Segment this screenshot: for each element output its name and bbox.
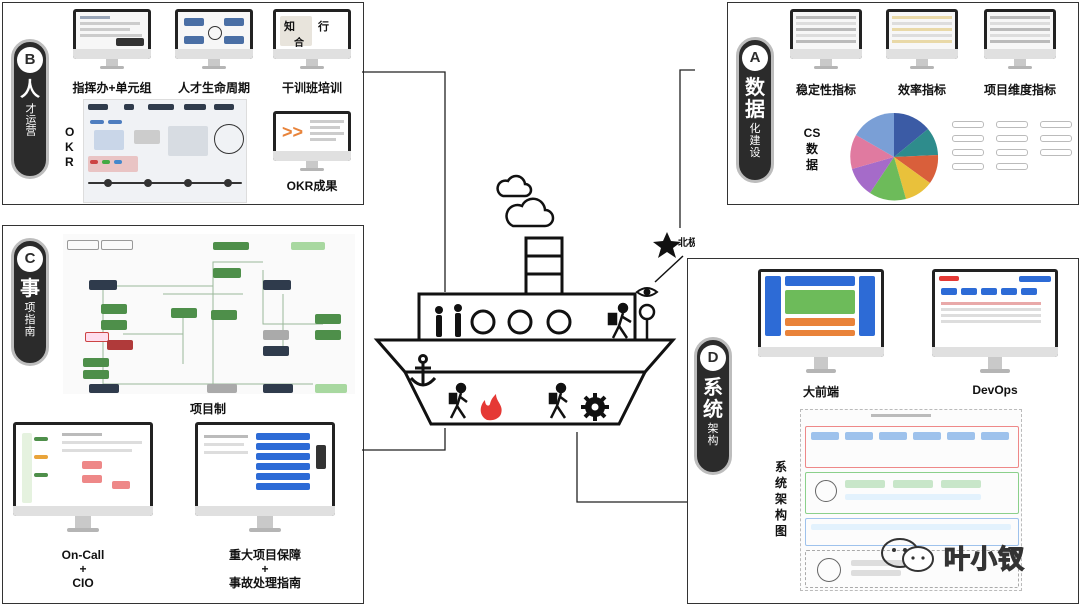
eye-icon bbox=[635, 287, 659, 297]
screen-talent-lifecycle bbox=[178, 12, 250, 49]
panel-b-letter: B bbox=[17, 47, 43, 73]
label-efficiency: 效率指标 bbox=[897, 83, 946, 97]
major-line-3: 事故处理指南 bbox=[228, 576, 301, 590]
cloud-large-icon bbox=[505, 197, 555, 228]
cs-data-label: CS 数 据 bbox=[800, 125, 824, 173]
panel-c-title-small: 项指南 bbox=[24, 302, 36, 338]
panel-d-pill: D 系统 架构 bbox=[694, 337, 732, 475]
screen-xing: 行 bbox=[318, 21, 329, 33]
monitor-frontend bbox=[758, 269, 884, 375]
panel-d-letter: D bbox=[700, 345, 726, 371]
label-okr-results: OKR成果 bbox=[286, 179, 338, 193]
monitor-efficiency bbox=[886, 9, 958, 71]
flowchart-caption: 项目制 bbox=[189, 402, 226, 416]
label-cadre-training: 干训班培训 bbox=[281, 81, 342, 95]
panel-c-letter: C bbox=[17, 246, 43, 272]
fire-icon bbox=[480, 394, 502, 421]
panel-b-title-big: 人 bbox=[20, 79, 40, 101]
panel-c-title-big: 事 bbox=[20, 278, 40, 300]
monitor-oncall bbox=[13, 422, 153, 534]
screen-major-project bbox=[198, 425, 332, 506]
monitor-stability bbox=[790, 9, 862, 71]
watermark-text: 叶小钗 bbox=[943, 543, 1026, 574]
label-project-dimension: 项目维度指标 bbox=[983, 83, 1056, 97]
panel-c-pill: C 事 项指南 bbox=[11, 238, 49, 366]
screen-zhi: 知 bbox=[284, 21, 295, 33]
panel-b-title-small: 才运营 bbox=[24, 103, 36, 136]
worker-left-icon bbox=[448, 382, 468, 419]
monitor-okr-results: >> bbox=[273, 111, 351, 173]
oncall-line-3: CIO bbox=[72, 576, 94, 590]
ship-hull bbox=[373, 338, 677, 426]
screen-cadre-training: 知 行 合 bbox=[276, 12, 348, 49]
connector-c bbox=[362, 428, 446, 451]
label-command-office: 指挥办+单元组 bbox=[72, 81, 152, 95]
okr-vertical-label: OKR bbox=[65, 125, 75, 169]
monitor-major-project bbox=[195, 422, 335, 534]
monitor-cadre-training: 知 行 合 bbox=[273, 9, 351, 71]
monitor-talent-lifecycle bbox=[175, 9, 253, 71]
wechat-icon bbox=[881, 538, 934, 572]
north-star-icon bbox=[653, 232, 681, 258]
north-star-label: 北极星 bbox=[678, 236, 695, 249]
panel-a-pill: A 数据 化建设 bbox=[736, 37, 774, 183]
oncall-line-1: On-Call bbox=[61, 548, 105, 562]
watermark: 叶小钗 bbox=[878, 537, 1078, 577]
monitor-project-dimension bbox=[984, 9, 1056, 71]
panel-system-architecture: D 系统 架构 大前端 DevO bbox=[687, 258, 1079, 604]
connector-lines bbox=[362, 69, 695, 503]
ship-chimney bbox=[524, 236, 564, 296]
screen-okr-results: >> bbox=[276, 114, 348, 151]
panel-b-pill: B 人 才运营 bbox=[11, 39, 49, 179]
panel-a-title-small: 化建设 bbox=[749, 123, 761, 159]
label-talent-lifecycle: 人才生命周期 bbox=[177, 81, 250, 95]
panel-a-letter: A bbox=[742, 45, 768, 71]
panel-talent-operations: B 人 才运营 指挥办+单元组 人才生命周期 知 行 合 bbox=[2, 2, 364, 205]
panel-matter-guide: C 事 项指南 bbox=[2, 225, 364, 604]
screen-efficiency bbox=[889, 12, 955, 49]
telescope-line bbox=[654, 255, 684, 283]
monitor-devops bbox=[932, 269, 1058, 375]
people-icon bbox=[435, 304, 462, 337]
ship-upper-deck bbox=[417, 292, 637, 342]
monitor-command-office bbox=[73, 9, 151, 71]
panel-d-title-big: 系统 bbox=[703, 377, 723, 421]
screen-stability bbox=[793, 12, 859, 49]
oncall-caption: On-Call + CIO bbox=[33, 548, 133, 590]
screen-he: 合 bbox=[294, 38, 304, 49]
gear-icon bbox=[581, 393, 609, 421]
panel-a-title-big: 数据 bbox=[745, 77, 765, 121]
cs-pie-chart bbox=[850, 112, 939, 201]
connector-a bbox=[679, 69, 695, 228]
major-line-2: + bbox=[261, 562, 269, 576]
cs-label-1: CS bbox=[803, 126, 821, 140]
connector-b bbox=[362, 71, 446, 292]
okr-diagram bbox=[83, 99, 247, 203]
anchor-icon bbox=[409, 354, 437, 387]
screen-oncall bbox=[16, 425, 150, 506]
major-line-1: 重大项目保障 bbox=[228, 548, 301, 562]
screen-project-dimension bbox=[987, 12, 1053, 49]
project-flowchart bbox=[63, 234, 355, 394]
screen-frontend bbox=[761, 272, 881, 347]
label-stability: 稳定性指标 bbox=[795, 83, 856, 97]
cs-legend bbox=[950, 115, 1074, 195]
cs-label-2: 数 bbox=[805, 142, 818, 156]
architecture-vertical-label: 系统架构图 bbox=[774, 460, 787, 538]
panel-d-title-small: 架构 bbox=[707, 423, 719, 447]
major-project-caption: 重大项目保障 + 事故处理指南 bbox=[205, 548, 325, 590]
worker-right-icon bbox=[548, 382, 568, 419]
steering-wheel-icon bbox=[638, 303, 656, 340]
cloud-small-icon bbox=[496, 174, 533, 198]
screen-command-office bbox=[76, 12, 148, 49]
label-frontend: 大前端 bbox=[802, 385, 839, 399]
screen-devops bbox=[935, 272, 1055, 347]
ship-diagram: 北极星 bbox=[362, 69, 695, 503]
panel-data-construction: A 数据 化建设 稳定性指标 效率指标 项目维度指标 CS 数 据 bbox=[727, 2, 1079, 205]
label-devops: DevOps bbox=[972, 383, 1018, 397]
connector-d bbox=[576, 432, 687, 503]
oncall-line-2: + bbox=[79, 562, 87, 576]
cs-label-3: 据 bbox=[805, 158, 818, 172]
lookout-person-icon bbox=[607, 302, 632, 339]
